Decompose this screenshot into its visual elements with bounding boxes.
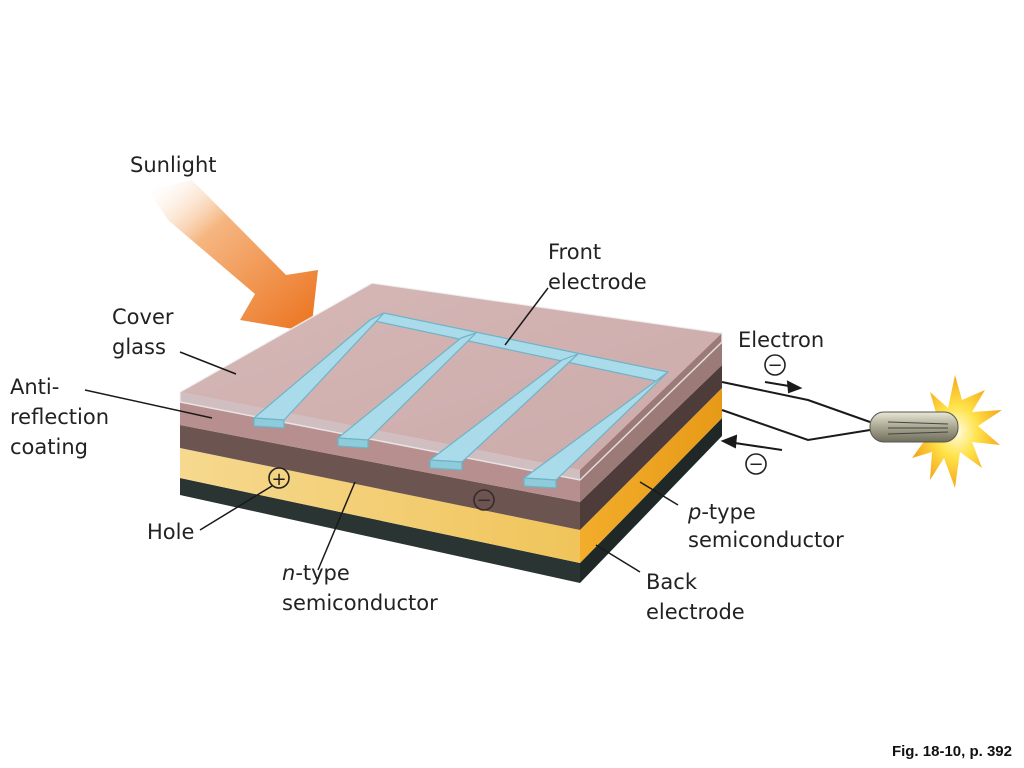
p-type-label-line1: p-type	[688, 500, 756, 524]
anti-reflection-label-line3: coating	[10, 435, 88, 459]
electron-marker-out: −	[764, 354, 786, 376]
cover-glass-label-line2: glass	[112, 335, 166, 359]
figure-caption: Fig. 18-10, p. 392	[891, 743, 1012, 760]
n-type-layer	[180, 365, 722, 530]
circuit-wires	[721, 381, 871, 442]
light-bulb-icon	[869, 375, 1002, 488]
back-electrode-label-line2: electrode	[646, 600, 745, 624]
n-type-label-line2: semiconductor	[282, 591, 438, 615]
front-electrode-label-line2: electrode	[548, 270, 647, 294]
front-electrode-label-line1: Front	[548, 240, 602, 264]
cover-glass-label-line1: Cover	[112, 305, 174, 329]
anti-reflection-label-line2: reflection	[10, 405, 110, 429]
hole-marker: +	[268, 467, 290, 490]
electron-marker-in-cell: −	[473, 489, 495, 511]
svg-text:+: +	[271, 469, 286, 490]
hole-label: Hole	[147, 520, 195, 544]
back-electrode-layer	[180, 418, 722, 583]
anti-reflection-label-line1: Anti-	[10, 375, 60, 399]
back-electrode-label-line1: Back	[646, 570, 697, 594]
electron-label: Electron	[738, 328, 825, 352]
sunlight-label: Sunlight	[130, 153, 217, 177]
svg-text:−: −	[476, 490, 491, 511]
sunlight-arrow	[148, 180, 318, 332]
n-type-label-line1: n-type	[282, 561, 350, 585]
p-type-label-line2: semiconductor	[688, 528, 844, 552]
leader-lines	[84, 287, 679, 573]
front-electrode-comb	[252, 312, 670, 489]
svg-text:−: −	[767, 355, 782, 376]
p-type-layer	[180, 388, 722, 563]
electron-marker-return: −	[745, 453, 767, 475]
electron-flow-arrows	[720, 380, 803, 451]
svg-text:−: −	[748, 454, 763, 475]
